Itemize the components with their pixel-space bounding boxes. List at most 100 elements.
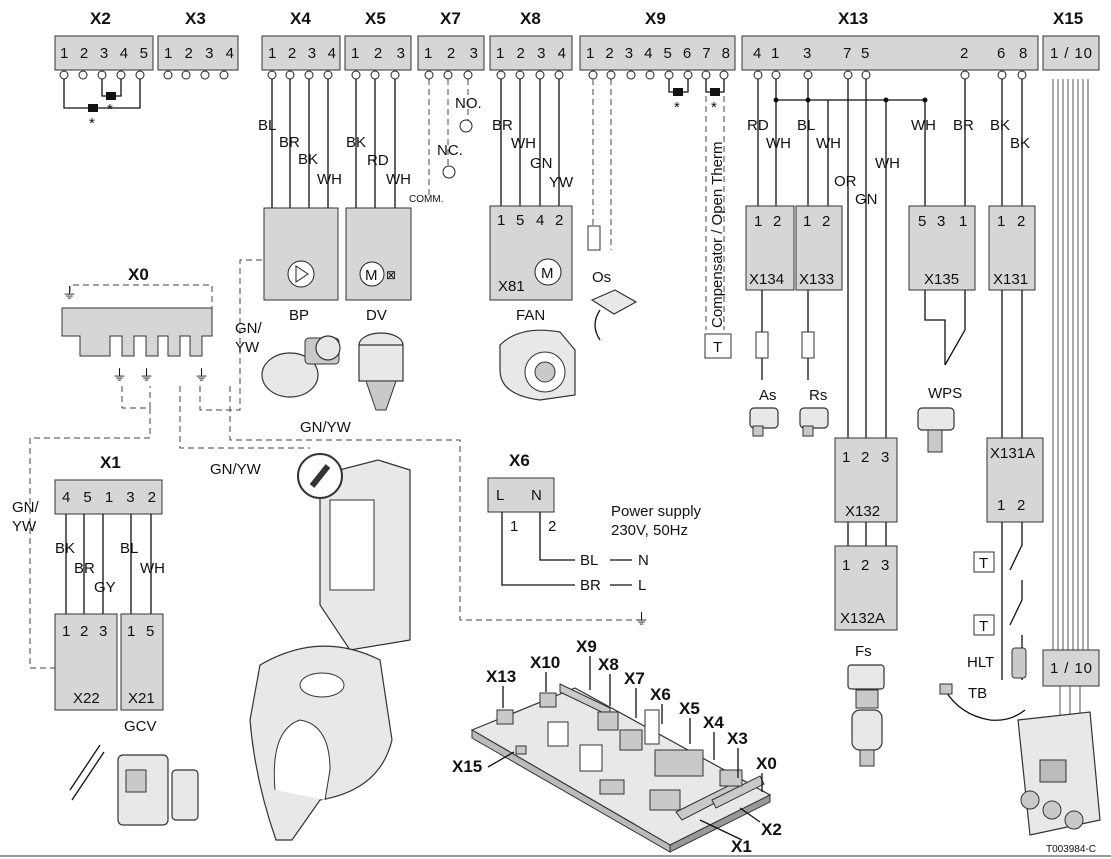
- as-label: As: [759, 387, 777, 404]
- svg-text:1: 1: [754, 213, 762, 230]
- x3-label: X3: [185, 9, 206, 28]
- x13-pin-3: 3: [803, 45, 811, 62]
- svg-text:BK: BK: [346, 134, 366, 151]
- x21-block: [120, 613, 164, 711]
- x81-label: X81: [498, 278, 525, 295]
- pump-illustration: [261, 335, 341, 398]
- svg-text:1: 1: [62, 623, 70, 640]
- connector-x2: X2 1 2 3 4 5: [54, 9, 154, 71]
- display-module-illustration: [1017, 711, 1101, 836]
- casing-illustration: [297, 453, 411, 651]
- pcb-board: [470, 683, 772, 853]
- wps-label: WPS: [928, 385, 962, 402]
- svg-text:5: 5: [146, 623, 154, 640]
- svg-text:OR: OR: [834, 173, 857, 190]
- x5-wiring: BK RD WH M ⊠ DV: [345, 79, 412, 324]
- gcv-label: GCV: [124, 718, 157, 735]
- svg-text:BR: BR: [492, 117, 513, 134]
- svg-text:⏚: ⏚: [194, 367, 209, 384]
- connector-x13: X13 4 1 3 7 5 2 6 8: [741, 9, 1039, 71]
- x13-label: X13: [838, 9, 868, 28]
- x21-label: X21: [128, 690, 155, 707]
- x1-pins: 4 5 1 3 2: [62, 489, 156, 506]
- svg-text:3: 3: [881, 557, 889, 574]
- x5-label: X5: [365, 9, 386, 28]
- svg-text:1: 1: [997, 497, 1005, 514]
- svg-text:M: M: [365, 267, 378, 284]
- svg-text:NO.: NO.: [455, 95, 482, 112]
- gas-valve-illustration: [69, 744, 199, 826]
- svg-text:T: T: [979, 618, 988, 635]
- svg-text:WH: WH: [911, 117, 936, 134]
- svg-text:BR: BR: [953, 117, 974, 134]
- svg-text:3: 3: [99, 623, 107, 640]
- svg-text:X8: X8: [598, 655, 619, 674]
- svg-text:BL: BL: [580, 552, 598, 569]
- svg-text:1: 1: [803, 213, 811, 230]
- svg-text:*: *: [711, 99, 717, 116]
- fan-label: FAN: [516, 307, 545, 324]
- svg-text:BL: BL: [258, 117, 276, 134]
- hlt-sensor-illustration: [1011, 647, 1027, 679]
- svg-text:BL: BL: [797, 117, 815, 134]
- connector-x4: X4 1 2 3 4: [261, 9, 341, 71]
- svg-text:⊠: ⊠: [386, 268, 396, 282]
- svg-text:WH: WH: [140, 560, 165, 577]
- x2-label: X2: [90, 9, 111, 28]
- dv-label: DV: [366, 307, 387, 324]
- x15-label: X15: [1053, 9, 1083, 28]
- bp-label: BP: [289, 307, 309, 324]
- x0-label: X0: [128, 265, 149, 284]
- svg-text:YW: YW: [12, 518, 37, 535]
- svg-text:X2: X2: [761, 820, 782, 839]
- x131a-label: X131A: [990, 445, 1035, 462]
- svg-text:1: 1: [959, 213, 967, 230]
- svg-text:2: 2: [861, 557, 869, 574]
- x22-block: [54, 613, 118, 711]
- svg-text:GN/YW: GN/YW: [300, 419, 352, 436]
- pcb-labels: X13 X10 X9 X8 X7 X6 X5 X4 X3 X0 X2 X1 X1…: [452, 637, 782, 856]
- svg-text:WH: WH: [816, 135, 841, 152]
- x7-wiring: NO. NC. COMM.: [409, 79, 482, 205]
- svg-text:WH: WH: [511, 135, 536, 152]
- wps-sensor-illustration: [917, 407, 955, 453]
- x13-wiring: RD WH BL WH OR GN WH WH BR BK BK 1 2 X13…: [745, 79, 1044, 702]
- svg-text:1: 1: [997, 213, 1005, 230]
- svg-text:GN: GN: [530, 155, 553, 172]
- x135-block: [908, 205, 976, 291]
- svg-text:BR: BR: [74, 560, 95, 577]
- svg-text:X0: X0: [756, 754, 777, 773]
- svg-text:2: 2: [555, 212, 563, 229]
- svg-text:M: M: [541, 265, 554, 282]
- x9-pins: 1 2 3 4 5 6 7 8: [586, 45, 730, 62]
- svg-text:WH: WH: [386, 171, 411, 188]
- x5-pins: 1 2 3: [351, 45, 405, 62]
- svg-text:GN/: GN/: [235, 320, 263, 337]
- compensator-label: Compensator / Open Therm: [709, 142, 726, 328]
- x133-label: X133: [799, 271, 834, 288]
- x134-label: X134: [749, 271, 784, 288]
- svg-text:1: 1: [842, 449, 850, 466]
- x15-bundle: 1 / 10: [1042, 79, 1100, 720]
- fs-sensor-illustration: [847, 664, 885, 767]
- x135-label: X135: [924, 271, 959, 288]
- connector-x9: X9 1 2 3 4 5 6 7 8: [579, 9, 736, 71]
- svg-text:2: 2: [822, 213, 830, 230]
- tb-sensor-illustration: [939, 683, 1026, 721]
- connector-x6: X6 L N 1 2 BL N BR L Power supply 230V, …: [487, 451, 702, 594]
- connector-x5: X5 1 2 3: [344, 9, 412, 71]
- svg-text:YW: YW: [235, 339, 260, 356]
- svg-text:3: 3: [881, 449, 889, 466]
- x4-wiring: BL BR BK WH BP: [258, 79, 342, 324]
- svg-text:⏚: ⏚: [634, 611, 649, 628]
- svg-text:RD: RD: [747, 117, 769, 134]
- x22-label: X22: [73, 690, 100, 707]
- as-sensor-illustration: [749, 407, 779, 437]
- svg-text:*: *: [674, 99, 680, 116]
- svg-text:GN/: GN/: [12, 499, 40, 516]
- x9-label: X9: [645, 9, 666, 28]
- x1-label: X1: [100, 453, 121, 472]
- svg-text:5: 5: [516, 212, 524, 229]
- x15-pins: 1 / 10: [1050, 45, 1092, 62]
